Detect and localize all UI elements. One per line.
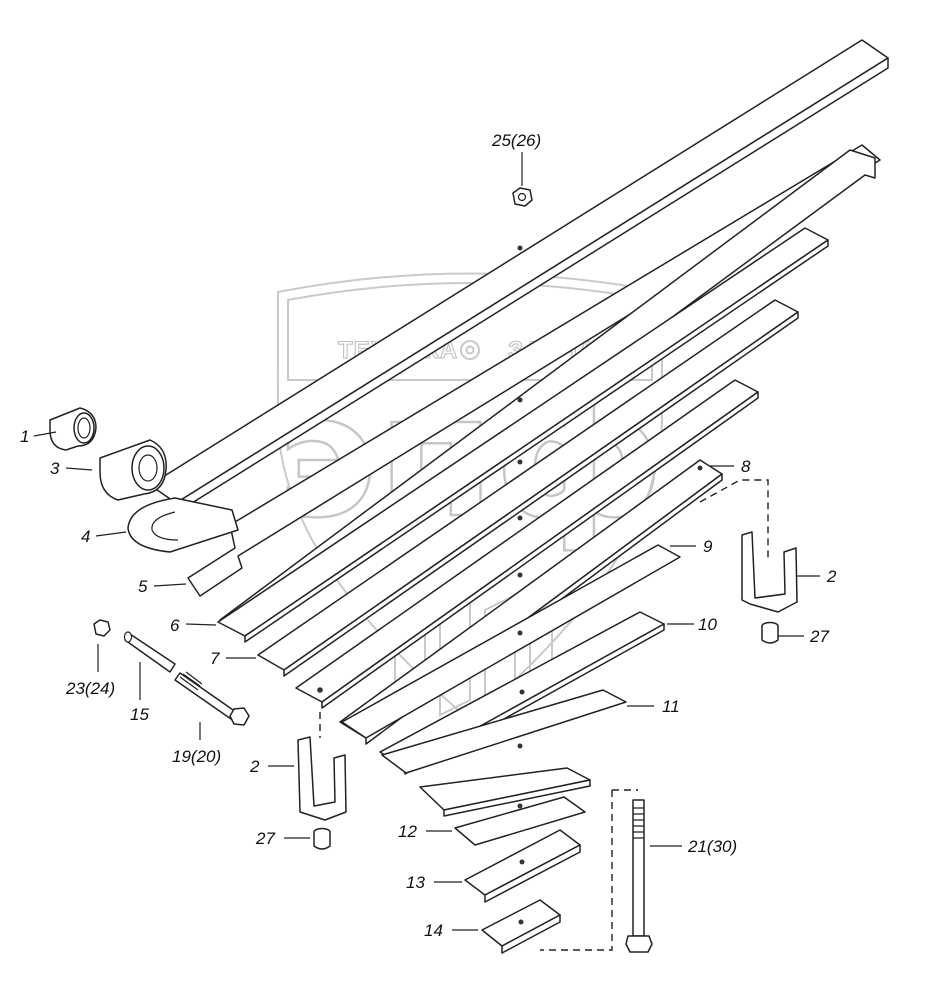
- pin-15: [123, 631, 176, 673]
- leaf-8: [295, 379, 759, 709]
- callout-1: 1: [20, 427, 29, 446]
- bolt-21: [625, 799, 653, 953]
- callout-4: 4: [81, 527, 90, 546]
- eye-wrap-4: [127, 497, 239, 553]
- leaders: [33, 152, 820, 931]
- dash-bolt-21: [540, 789, 638, 951]
- callout-3: 3: [50, 459, 60, 478]
- callout-6: 6: [170, 616, 180, 635]
- nut-25: [512, 187, 533, 207]
- eye-bushing-3: [99, 439, 167, 501]
- watermark-gear-icon: [460, 340, 480, 360]
- leaf-14: [481, 899, 561, 954]
- leaf-7: [257, 299, 799, 677]
- leaf-11b: [381, 689, 627, 774]
- clamp-right: [741, 531, 798, 613]
- bushing-1: [49, 407, 97, 451]
- callout-2-left: 2: [249, 757, 260, 776]
- callout-15: 15: [130, 705, 149, 724]
- clamp-left: [297, 736, 347, 821]
- leaf-12: [419, 767, 591, 817]
- callout-27-right: 27: [809, 627, 829, 646]
- callout-21-30: 21(30): [687, 837, 737, 856]
- leaf-10: [341, 544, 681, 739]
- callout-14: 14: [424, 921, 443, 940]
- callout-10: 10: [698, 615, 717, 634]
- leaf-12-block: [454, 796, 586, 846]
- callout-13: 13: [406, 873, 425, 892]
- callout-8: 8: [741, 457, 751, 476]
- callout-19-20: 19(20): [172, 747, 221, 766]
- sleeve-27-right: [761, 621, 779, 644]
- callout-11: 11: [662, 697, 680, 716]
- sleeve-27-left: [313, 827, 331, 850]
- callout-7: 7: [210, 649, 220, 668]
- callout-2-right: 2: [826, 567, 837, 586]
- leaf-6: [217, 227, 829, 643]
- callout-23-24: 23(24): [65, 679, 115, 698]
- bolt-19: [174, 671, 250, 726]
- callout-9: 9: [703, 537, 713, 556]
- callout-25-26: 25(26): [491, 131, 541, 150]
- callout-27-left: 27: [255, 829, 275, 848]
- callout-5: 5: [138, 577, 148, 596]
- dash-clamp-right: [699, 479, 769, 560]
- callout-12: 12: [398, 822, 417, 841]
- leaf-13: [464, 829, 581, 903]
- nut-23: [93, 619, 111, 637]
